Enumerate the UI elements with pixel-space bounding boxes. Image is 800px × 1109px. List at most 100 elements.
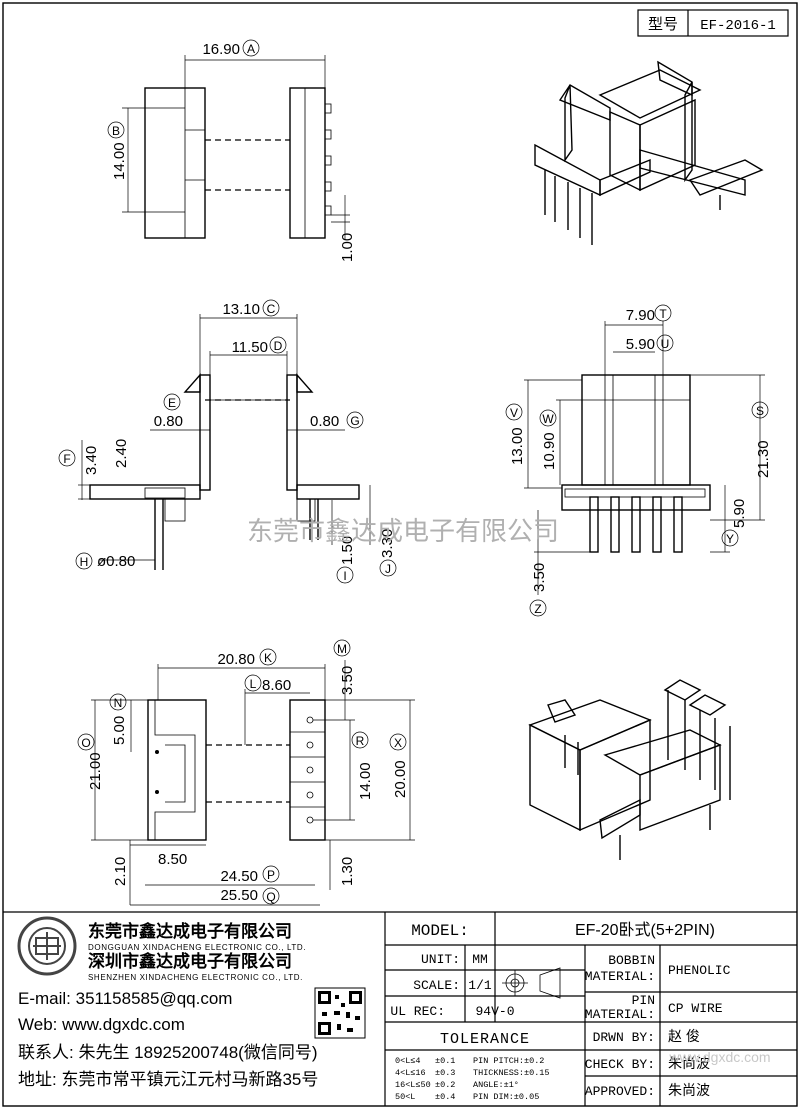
- bobbin-material-label-2: MATERIAL:: [585, 969, 655, 984]
- tag-n: N: [114, 696, 123, 710]
- tag-m: M: [337, 642, 347, 656]
- tol-value-2: ±0.3: [435, 1068, 455, 1078]
- dim-bottom-p: 24.50: [220, 868, 258, 885]
- dim-side-top-inner: 5.90: [626, 336, 655, 353]
- tol-note-3: ANGLE:±1°: [473, 1080, 519, 1090]
- bobbin-material-value: PHENOLIC: [668, 963, 731, 978]
- isometric-view-top: [534, 60, 764, 245]
- dim-bottom-m: 3.50: [339, 666, 356, 695]
- corner-watermark: www.dgxdc.com: [668, 1049, 770, 1065]
- model-label: MODEL:: [411, 922, 469, 940]
- tolerance-label: TOLERANCE: [440, 1031, 530, 1048]
- ul-value: 94V-0: [475, 1004, 514, 1019]
- top-view: 16.90 A 14.00 B 1.00: [107, 39, 356, 262]
- tol-note-4: PIN DIM:±0.05: [473, 1092, 539, 1102]
- company-info: 东莞市鑫达成电子有限公司 DONGGUAN XINDACHENG ELECTRO…: [17, 916, 366, 1089]
- side-pins: [589, 496, 683, 553]
- tag-c: C: [267, 302, 276, 316]
- tag-p: P: [267, 868, 275, 882]
- tag-v: V: [510, 406, 518, 420]
- dim-bottom-right: 1.30: [339, 857, 356, 886]
- tag-a: A: [247, 42, 255, 56]
- dim-top-width: 16.90: [202, 41, 240, 58]
- qr-code-icon: [314, 987, 366, 1039]
- unit-value: MM: [472, 952, 488, 967]
- tag-r: R: [356, 734, 365, 748]
- isometric-view-bottom: [528, 679, 731, 860]
- dim-side-base: 5.90: [731, 499, 748, 528]
- tol-range-3: 16<L≤50: [395, 1080, 431, 1090]
- dim-side-top-outer: 7.90: [626, 307, 655, 324]
- dim-bottom-left-offset: 8.50: [158, 851, 187, 868]
- bottom-view: 20.80 K L 8.60 3.50 M 5.00 N 21.00 O 14.…: [77, 639, 415, 906]
- tol-value-4: ±0.4: [435, 1092, 455, 1102]
- pin-material-label-1: PIN: [632, 993, 655, 1008]
- company-name-en-1: DONGGUAN XINDACHENG ELECTRONIC CO., LTD.: [88, 943, 306, 952]
- tol-range-4: 50<L: [395, 1092, 415, 1102]
- company-name-cn-1: 东莞市鑫达成电子有限公司: [88, 921, 292, 941]
- dim-front-inner: 11.50: [232, 339, 268, 356]
- tolerance-table: 0<L≤4 ±0.1 PIN PITCH:±0.2 4<L≤16 ±0.3 TH…: [395, 1056, 550, 1102]
- company-logo-icon: [17, 916, 77, 976]
- dim-bottom-q: 25.50: [220, 887, 258, 904]
- dim-top-height: 14.00: [111, 142, 128, 180]
- check-by-value: 朱尚波: [668, 1055, 710, 1071]
- tag-q: Q: [266, 890, 275, 904]
- tol-range-1: 0<L≤4: [395, 1056, 421, 1066]
- drawn-by-label: DRWN BY:: [593, 1030, 655, 1045]
- tag-g: G: [350, 414, 359, 428]
- check-by-label: CHECK BY:: [585, 1057, 655, 1072]
- tag-z: Z: [534, 602, 541, 616]
- tag-f: F: [63, 452, 70, 466]
- tol-value-1: ±0.1: [435, 1056, 455, 1066]
- dim-side-v: 13.00: [509, 427, 526, 465]
- dim-base-inner: 2.40: [113, 439, 130, 468]
- pin-material-label-2: MATERIAL:: [585, 1007, 655, 1022]
- title-block: MODEL: EF-20卧式(5+2PIN) UNIT: MM SCALE: 1…: [3, 911, 797, 1106]
- type-value: EF-2016-1: [700, 18, 776, 34]
- dim-side-total: 21.30: [755, 440, 772, 478]
- watermark: 东莞市鑫达成电子有限公司: [247, 516, 559, 546]
- dim-pin-dia: ø0.80: [97, 553, 135, 570]
- tag-s: S: [756, 404, 764, 418]
- front-view: 13.10 C 11.50 D E 0.80 0.80 G 3.40 F 2.4…: [58, 299, 397, 584]
- dim-bottom-o: 21.00: [87, 752, 104, 790]
- pin-material-value: CP WIRE: [668, 1001, 723, 1016]
- dim-flange-left: 0.80: [154, 413, 183, 430]
- drawn-by-value: 赵 俊: [668, 1028, 700, 1044]
- tag-l: L: [250, 677, 257, 691]
- company-web: Web: www.dgxdc.com: [18, 1015, 185, 1034]
- tag-e: E: [168, 396, 176, 410]
- dim-bottom-l: 8.60: [262, 677, 291, 694]
- tag-x: X: [394, 736, 402, 750]
- dim-pin-len-1: 1.50: [339, 536, 356, 565]
- dim-front-outer: 13.10: [222, 301, 260, 318]
- company-contact: 联系人: 朱先生 18925200748(微信同号): [18, 1043, 318, 1062]
- tag-u: U: [661, 337, 670, 351]
- tag-o: O: [81, 736, 90, 750]
- dim-bottom-k: 20.80: [217, 651, 255, 668]
- tol-value-3: ±0.2: [435, 1080, 455, 1090]
- dim-bottom-x: 20.00: [392, 760, 409, 798]
- type-label: 型号: [648, 16, 678, 33]
- tag-i: I: [343, 569, 346, 583]
- tag-b: B: [112, 124, 120, 138]
- type-box: 型号 EF-2016-1: [637, 9, 789, 37]
- company-email: E-mail: 351158585@qq.com: [18, 989, 232, 1008]
- bobbin-material-label-1: BOBBIN: [608, 953, 655, 968]
- company-name-en-2: SHENZHEN XINDACHENG ELECTRONIC CO., LTD.: [88, 973, 303, 982]
- dim-bottom-n: 5.00: [111, 716, 128, 745]
- dim-side-w: 10.90: [541, 432, 558, 470]
- tol-note-1: PIN PITCH:±0.2: [473, 1056, 544, 1066]
- dim-side-pin-len: 3.50: [531, 563, 548, 592]
- unit-label: UNIT:: [421, 952, 460, 967]
- ul-label: UL REC:: [390, 1004, 445, 1019]
- dim-bottom-left: 2.10: [112, 857, 129, 886]
- dim-base-height: 3.40: [83, 446, 100, 475]
- company-address: 地址: 东莞市常平镇元江元村马新路35号: [18, 1070, 318, 1089]
- tag-t: T: [659, 307, 667, 321]
- tol-range-2: 4<L≤16: [395, 1068, 426, 1078]
- dim-pin-len-2: 3.30: [379, 529, 396, 558]
